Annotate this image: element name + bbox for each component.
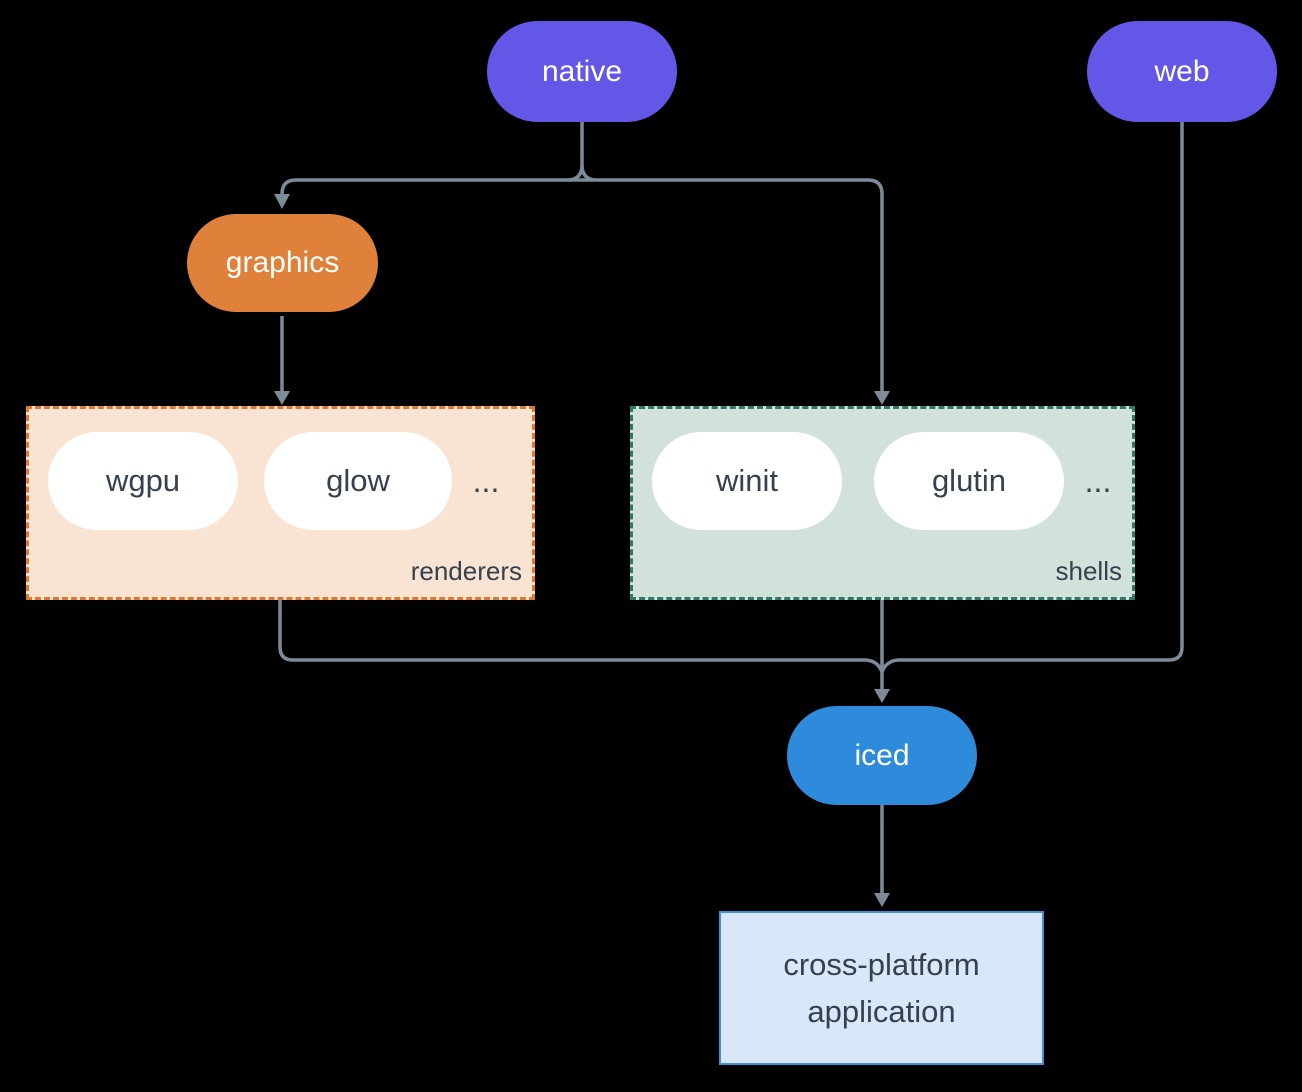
edge-web-to-merge: [880, 122, 1184, 673]
node-cross-platform-application: cross-platform application: [719, 911, 1044, 1065]
shells-ellipsis: ...: [1072, 432, 1124, 530]
node-glow: glow: [264, 432, 452, 530]
group-shells-label: shells: [1055, 556, 1122, 586]
app-label-line2: application: [807, 994, 956, 1029]
renderers-ellipsis-text: ...: [472, 462, 500, 499]
arrowhead-to-shells: [874, 391, 890, 405]
renderers-ellipsis: ...: [460, 432, 512, 530]
node-winit-label: winit: [715, 463, 778, 498]
node-native-label: native: [541, 54, 623, 88]
node-iced: iced: [787, 706, 977, 805]
arrowhead-to-renderers: [274, 391, 290, 405]
node-iced-label: iced: [854, 738, 910, 772]
node-winit: winit: [652, 432, 842, 530]
node-glutin-label: glutin: [931, 463, 1007, 498]
shells-ellipsis-text: ...: [1084, 462, 1112, 499]
edge-native-stem: [568, 122, 596, 182]
node-wgpu: wgpu: [48, 432, 238, 530]
arrowhead-to-app: [874, 893, 890, 907]
node-glutin: glutin: [874, 432, 1064, 530]
node-web: web: [1087, 21, 1277, 122]
node-glow-label: glow: [326, 463, 390, 498]
arrowhead-to-iced: [874, 689, 890, 703]
edge-renderers-to-merge: [278, 600, 884, 673]
group-renderers-label: renderers: [410, 556, 522, 586]
node-graphics: graphics: [187, 214, 378, 312]
node-graphics-label: graphics: [225, 246, 340, 279]
arrowhead-to-graphics: [274, 194, 290, 209]
node-web-label: web: [1154, 54, 1210, 88]
node-native: native: [487, 21, 677, 122]
app-label-line1: cross-platform: [783, 947, 980, 982]
edge-native-split-bar: [280, 178, 884, 392]
node-wgpu-label: wgpu: [105, 463, 181, 498]
